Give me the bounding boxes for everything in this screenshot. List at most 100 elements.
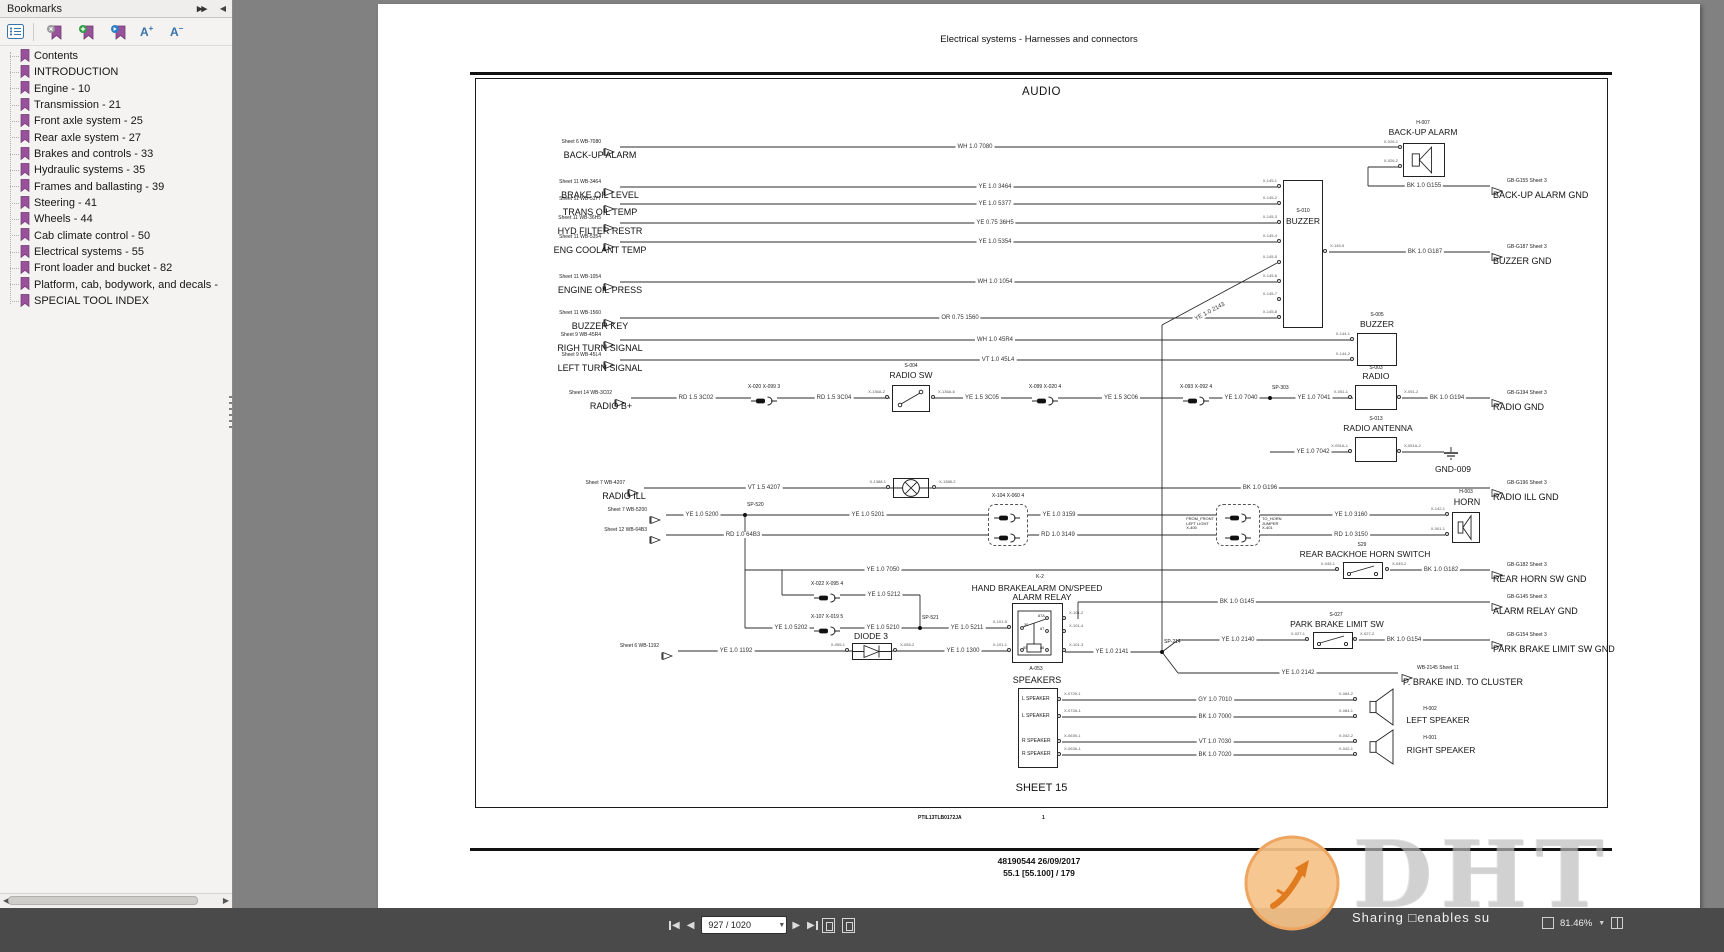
bookmark-item[interactable]: Hydraulic systems - 35 [0,162,233,178]
expand-panel-icon[interactable]: ▸▸ [196,3,207,15]
page-layout-icon[interactable] [1611,917,1624,929]
pin [1057,714,1061,718]
diagram-text: BACK-UP ALARM [1388,127,1458,138]
previous-page-button[interactable]: ◀ [686,919,695,931]
bookmark-item[interactable]: Brakes and controls - 33 [0,146,233,162]
wire-label: VT 1.5 4207 [745,485,783,491]
bookmark-item[interactable]: Contents [0,48,233,64]
pin [1350,337,1354,341]
bookmark-item[interactable]: SPECIAL TOOL INDEX [0,293,233,309]
pin [1323,249,1327,253]
diagram-text: H-007 [1416,120,1430,127]
new-bookmark-icon[interactable] [78,24,96,45]
page-view-icon[interactable] [841,917,855,933]
wire-label: BK 1.0 7000 [1196,714,1234,720]
bookmark-item[interactable]: Rear axle system - 27 [0,130,233,146]
dest-label: ALARM RELAY GND [1493,606,1578,616]
bookmark-item[interactable]: Steering - 41 [0,195,233,211]
connector-label: X-022 X-095 4 [810,581,844,588]
bookmark-item[interactable]: Wheels - 44 [0,211,233,227]
increase-text-size-button[interactable]: A+ [140,24,154,39]
bookmark-icon [20,261,30,275]
fit-width-icon[interactable] [1542,917,1554,929]
bookmark-item[interactable]: INTRODUCTION [0,64,233,80]
dest-label: REAR HORN SW GND [1493,574,1587,584]
diagram-text: DIODE 3 [853,631,889,642]
bookmark-item[interactable]: Platform, cab, bodywork, and decals - [0,277,233,293]
bookmark-icon [20,277,30,291]
pin [1353,714,1357,718]
sheet-number: SHEET 15 [1015,782,1068,794]
bookmark-options-icon[interactable] [7,24,24,44]
last-page-button[interactable]: ▶ [807,919,818,931]
connector-symbol [994,530,1020,543]
pin [1277,184,1281,188]
diagram-text: HAND BRAKEALARM ON/SPEED [971,583,1103,594]
source-label: HYD FILTER RESTR [557,226,643,236]
bookmark-label: SPECIAL TOOL INDEX [34,295,149,308]
bookmark-item[interactable]: Cab climate control - 50 [0,228,233,244]
source-arrow-icon [649,511,662,525]
pin [1007,648,1011,652]
decrease-text-size-button[interactable]: A− [170,24,184,39]
delete-bookmark-icon[interactable] [46,24,64,45]
pin [1057,697,1061,701]
collapse-panel-icon[interactable]: ◀ [219,4,226,13]
snapshot-page-icon[interactable] [821,917,835,933]
panel-horizontal-scrollbar[interactable]: ◀ ▶ [0,893,232,907]
footer-rule [470,848,1612,851]
source-sheet-code: Sheet 6 WB-7080 [561,139,601,145]
source-arrow-icon [627,484,640,498]
diagram-text: S-013 [1369,416,1383,423]
scrollbar-thumb[interactable] [8,896,198,905]
pin-label: X-145-2 [1262,195,1277,200]
pin [1348,395,1352,399]
pin-label: X-145-8 [1262,309,1277,314]
bookmark-item[interactable]: Frames and ballasting - 39 [0,179,233,195]
diagram-text: A-053 [1029,666,1043,673]
document-area: Electrical systems - Harnesses and conne… [233,0,1724,908]
bookmark-item[interactable]: Front axle system - 25 [0,113,233,129]
diagram-text: REAR BACKHOE HORN SWITCH [1299,549,1431,560]
source-arrow-icon [603,183,616,197]
pin-label: X-027-2 [1360,631,1375,636]
source-arrow-icon [603,356,616,370]
splice-dot [1160,650,1164,654]
pin-label: X-072A-1 [1064,708,1081,713]
scroll-right-icon[interactable]: ▶ [222,896,229,905]
go-to-bookmark-icon[interactable] [110,24,128,45]
dest-arrow-icon [1491,598,1504,612]
bookmark-item[interactable]: Transmission - 21 [0,97,233,113]
splice-dot [918,626,922,630]
pin-label: X-1388-2 [939,479,956,484]
wire-label: YE 1.0 1192 [717,648,755,654]
page-dropdown-caret-icon[interactable]: ▼ [778,921,786,929]
pin [1398,145,1402,149]
wire-label: YE 1.0 2141 [1093,649,1131,655]
pin-label: X-142-1 [1430,506,1445,511]
bookmark-icon [20,130,30,144]
pin-label: X-145-9 [1330,243,1345,248]
first-page-button[interactable]: ◀ [669,919,680,931]
bookmark-item[interactable]: Electrical systems - 55 [0,244,233,260]
scroll-left-icon[interactable]: ◀ [3,896,10,905]
pin-label: X-051-2 [1404,389,1419,394]
pin [886,485,890,489]
page-number-input[interactable] [701,916,788,934]
pin [1277,201,1281,205]
header-rule [470,72,1612,75]
pin-label: X-042-2 [1338,733,1353,738]
wire-label: YE 1.0 3464 [976,184,1014,190]
next-page-button[interactable]: ▶ [792,919,801,931]
pin [1277,297,1281,301]
panel-resize-grip[interactable] [229,396,232,432]
diagram-text: RADIO ANTENNA [1343,423,1413,434]
bookmark-item[interactable]: Front loader and bucket - 82 [0,260,233,276]
zoom-dropdown-caret-icon[interactable]: ▼ [1598,919,1606,927]
wire-label: BK 1.0 7020 [1196,752,1234,758]
wire-label: RD 1.5 3C04 [814,395,854,401]
bookmark-item[interactable]: Engine - 10 [0,81,233,97]
source-arrow-icon [603,278,616,292]
source-label: BRAKE OIL LEVEL [561,190,639,200]
pin [1353,697,1357,701]
